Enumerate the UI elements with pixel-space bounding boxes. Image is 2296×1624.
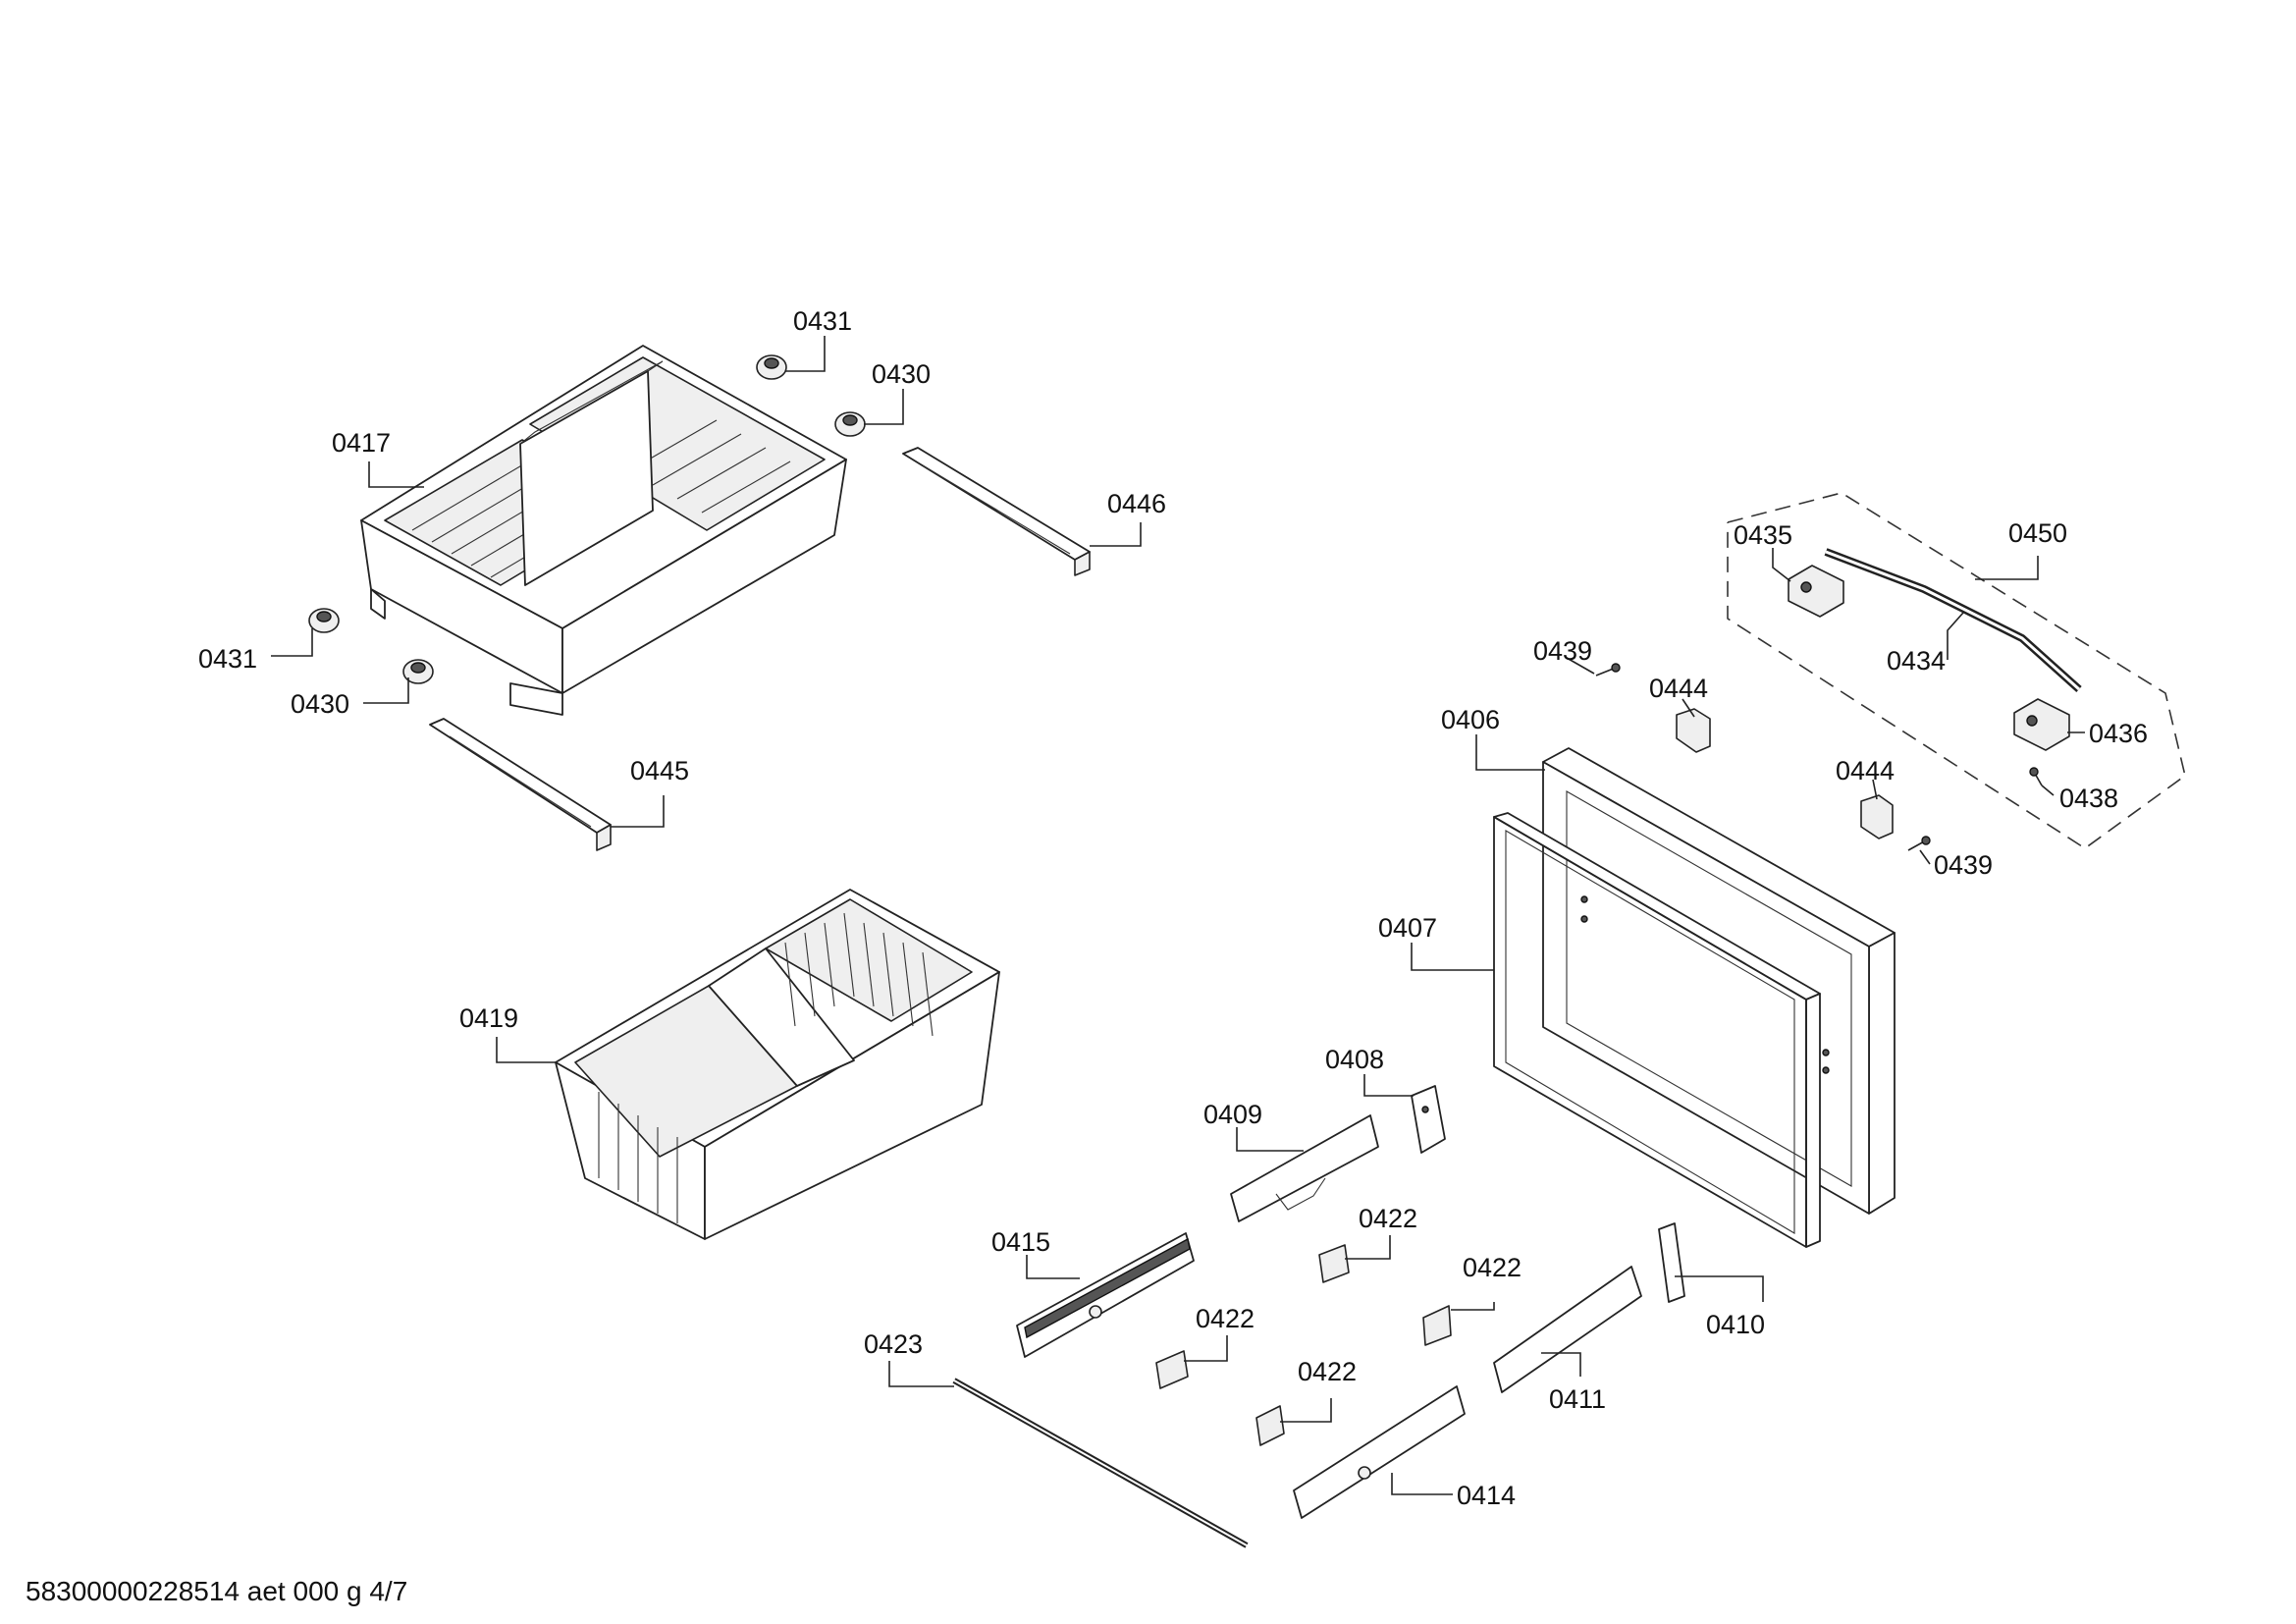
leader-0406	[1475, 734, 1545, 771]
part-0439-screw-top	[1595, 663, 1621, 677]
part-0430-wheel-top	[834, 411, 866, 437]
group-0450-dashed-outline	[1727, 492, 2186, 849]
leader-0444b	[1872, 779, 1878, 800]
label-0444-bottom: 0444	[1836, 756, 1895, 785]
part-0430-wheel-left	[402, 659, 434, 684]
leader-0446	[1090, 522, 1142, 547]
label-0406: 0406	[1441, 705, 1500, 734]
label-0439-top: 0439	[1533, 636, 1592, 666]
leader-0430b	[363, 677, 409, 704]
leader-0445	[611, 795, 665, 828]
label-0444-top: 0444	[1649, 674, 1708, 703]
part-0445-rail-left	[429, 718, 612, 851]
label-0419: 0419	[459, 1003, 518, 1033]
part-0444-bracket-bottom	[1860, 794, 1894, 839]
part-0407-door-gasket	[1493, 812, 1821, 1248]
leader-0431b	[271, 628, 313, 657]
leader-0435	[1772, 548, 1791, 582]
leader-0422d	[1280, 1398, 1332, 1423]
label-0445: 0445	[630, 756, 689, 785]
leader-0438	[2041, 785, 2055, 796]
part-0406-door-frame	[1542, 747, 1896, 1215]
label-0439-bottom: 0439	[1934, 850, 1993, 880]
part-0414-slide-rail	[1293, 1385, 1466, 1519]
label-0435: 0435	[1734, 520, 1792, 550]
leader-0414	[1391, 1473, 1453, 1495]
label-0409: 0409	[1203, 1100, 1262, 1129]
leader-0423	[888, 1361, 954, 1387]
leader-0407	[1411, 943, 1494, 971]
part-labels: 0431 0430 0417 0446 0431 0430 0445 0419 …	[198, 306, 2148, 1510]
label-0422-d: 0422	[1298, 1357, 1357, 1386]
leader-0450	[1975, 556, 2039, 580]
label-0422-c: 0422	[1463, 1253, 1522, 1282]
label-0434: 0434	[1887, 646, 1946, 676]
part-0415-slide-rail	[1016, 1232, 1195, 1358]
leader-0419	[496, 1037, 556, 1063]
label-0430-left: 0430	[291, 689, 349, 719]
label-0422-a: 0422	[1359, 1204, 1417, 1233]
label-0431-top: 0431	[793, 306, 852, 336]
part-0417-upper-drawer	[360, 345, 847, 716]
label-0415: 0415	[991, 1227, 1050, 1257]
part-0446-rail-right	[902, 447, 1091, 576]
label-0438: 0438	[2059, 784, 2118, 813]
leader-0422c	[1451, 1302, 1495, 1311]
part-0419-lower-drawer	[555, 889, 1000, 1240]
leader-0422a	[1345, 1235, 1391, 1260]
part-0436-handle-mount	[2013, 698, 2070, 751]
part-0439-screw-bottom	[1907, 836, 1931, 851]
label-0407: 0407	[1378, 913, 1437, 943]
document-footer-code: 58300000228514 aet 000 g 4/7	[26, 1576, 407, 1606]
part-0435-handle-mount	[1788, 565, 1844, 618]
part-0422-clip-a	[1318, 1244, 1350, 1283]
label-0417: 0417	[332, 428, 391, 458]
part-0431-wheel-top	[756, 354, 787, 380]
leader-0415	[1026, 1255, 1080, 1279]
label-0423: 0423	[864, 1329, 923, 1359]
part-0408-bracket	[1411, 1085, 1446, 1154]
leader-0410	[1675, 1275, 1764, 1302]
leader-0431a	[785, 336, 826, 372]
part-0423-rod	[952, 1378, 1249, 1548]
leader-0408	[1363, 1074, 1414, 1097]
leader-0417	[368, 461, 424, 488]
label-0436: 0436	[2089, 719, 2148, 748]
part-0422-clip-b	[1155, 1350, 1189, 1389]
label-0431-left: 0431	[198, 644, 257, 674]
part-0410-bracket	[1658, 1222, 1685, 1303]
leader-0411	[1541, 1352, 1581, 1377]
leader-lines	[271, 336, 2085, 1495]
label-0411: 0411	[1549, 1384, 1606, 1414]
label-0450: 0450	[2008, 518, 2067, 548]
part-0411-rail-bracket	[1493, 1266, 1642, 1393]
leader-0439a	[1566, 657, 1595, 675]
leader-0430a	[864, 389, 904, 425]
part-0431-wheel-left	[308, 608, 340, 633]
part-0409-rail-bracket	[1230, 1114, 1379, 1222]
label-0430-top: 0430	[872, 359, 931, 389]
label-0408: 0408	[1325, 1045, 1384, 1074]
label-0446: 0446	[1107, 489, 1166, 518]
leader-0409	[1236, 1127, 1304, 1152]
part-0422-clip-d	[1255, 1405, 1285, 1446]
part-0444-bracket-top	[1676, 708, 1711, 753]
label-0410: 0410	[1706, 1310, 1765, 1339]
leader-0444a	[1682, 698, 1695, 718]
leader-0422b	[1184, 1335, 1228, 1362]
part-0422-clip-c	[1422, 1305, 1452, 1346]
leader-0439b	[1919, 849, 1931, 865]
label-0422-b: 0422	[1196, 1304, 1255, 1333]
leader-0434	[1947, 612, 1964, 660]
label-0414: 0414	[1457, 1481, 1516, 1510]
part-0434-handle-bar	[1824, 548, 2082, 692]
part-0438-screw	[2029, 767, 2043, 786]
